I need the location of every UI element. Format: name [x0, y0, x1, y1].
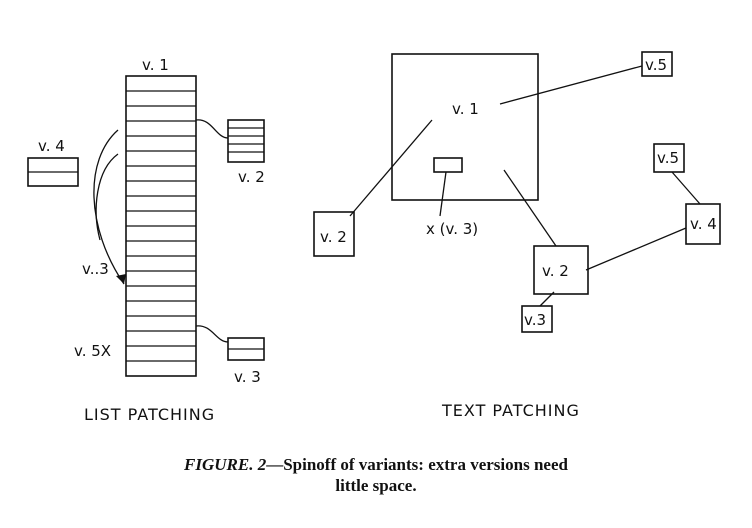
list-label-v3-arrow: v..3	[82, 260, 109, 278]
text-label-v1: v. 1	[452, 100, 479, 118]
list-label-v3-attached: v. 3	[234, 368, 261, 386]
list-label-v2: v. 2	[238, 168, 265, 186]
text-x-v3-rect	[433, 157, 463, 173]
v2-attached-stack	[195, 119, 265, 163]
caption-figure-label: FIGURE. 2	[184, 455, 267, 474]
text-v5-right-box	[653, 143, 685, 173]
caption-line-2: little space.	[335, 476, 417, 495]
list-label-v5x: v. 5X	[74, 342, 111, 360]
text-patching-title: TEXT PATCHING	[441, 401, 580, 420]
text-v5-top-box	[641, 51, 673, 77]
figure-caption: FIGURE. 2—Spinoff of variants: extra ver…	[0, 454, 752, 496]
text-label-v3: v.3	[524, 311, 546, 329]
text-label-x-v3: x (v. 3)	[426, 220, 478, 238]
v3-attached-box	[195, 325, 265, 361]
list-patching-title: LIST PATCHING	[84, 405, 215, 424]
spinoff-arrow	[93, 129, 126, 285]
list-patching-panel: v. 1 v. 2 v. 4 v..3 v. 5X	[27, 56, 265, 424]
main-version-stack	[125, 75, 197, 377]
text-v4-box	[685, 203, 721, 245]
text-label-v5-top: v.5	[645, 56, 667, 74]
list-label-v1: v. 1	[142, 56, 169, 74]
caption-line-1: FIGURE. 2—Spinoff of variants: extra ver…	[0, 454, 752, 475]
v4-box	[27, 157, 79, 187]
text-label-v5-right: v.5	[657, 149, 679, 167]
caption-line1-text: —Spinoff of variants: extra versions nee…	[266, 455, 568, 474]
text-label-v2-right: v. 2	[542, 262, 569, 280]
text-patching-panel: v. 1 x (v. 3) v.5 v. 2 v.5 v. 4 v. 2 v.3…	[313, 51, 721, 420]
text-label-v4: v. 4	[690, 215, 717, 233]
text-label-v2-left: v. 2	[320, 228, 347, 246]
text-v1-square	[391, 53, 539, 201]
text-v2-right-box	[533, 245, 589, 295]
list-label-v4: v. 4	[38, 137, 65, 155]
text-v3-box	[521, 305, 553, 333]
text-v2-left-box	[313, 211, 355, 257]
